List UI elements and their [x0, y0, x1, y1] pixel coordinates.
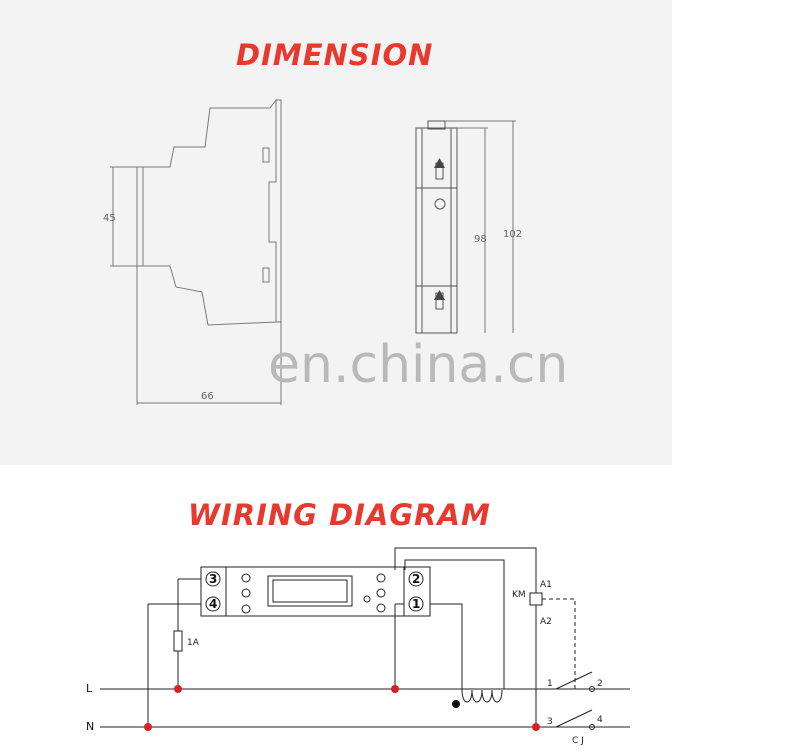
width-label: 66 [201, 391, 214, 402]
a1-label: A1 [540, 580, 552, 590]
outer-height-label: 102 [503, 229, 522, 240]
inner-height-label: 98 [474, 234, 487, 245]
watermark: en.china.cn [268, 335, 569, 395]
height-dimension-line [110, 166, 137, 267]
switch-terminal-3: 3 [547, 717, 553, 727]
dimension-title: DIMENSION [236, 38, 434, 72]
contact-point-2 [589, 686, 595, 692]
front-view-outline [415, 120, 458, 334]
height-label: 45 [103, 213, 116, 224]
up-arrow-icon [434, 158, 445, 168]
side-view-outline [136, 98, 282, 405]
wiring-title: WIRING DIAGRAM [188, 498, 491, 532]
up-arrow-icon [434, 290, 445, 300]
terminal-4-label: 4 [209, 597, 217, 611]
switch-terminal-4: 4 [597, 715, 603, 725]
neutral-label: N [86, 720, 94, 733]
ct-coil-icon [461, 689, 503, 703]
switch-contact-1 [555, 671, 593, 690]
line-label: L [86, 682, 93, 695]
fuse-icon [173, 630, 183, 652]
meter-display [267, 575, 353, 607]
dimension-panel [0, 0, 672, 465]
cj-label: C J [572, 736, 584, 746]
ct-polarity-dot [452, 700, 460, 708]
terminal-4 [205, 596, 221, 612]
terminal-2-label: 2 [412, 572, 420, 586]
junction-dots [144, 685, 540, 731]
switch-terminal-2: 2 [597, 679, 603, 689]
front-dimension-lines [445, 120, 516, 333]
switch-terminal-1: 1 [547, 679, 553, 689]
switch-contact-2 [555, 709, 593, 728]
terminal-1 [408, 596, 424, 612]
terminal-3 [205, 571, 221, 587]
coil-label: KM [512, 590, 526, 600]
contactor-coil-icon [529, 592, 543, 606]
meter-body [200, 566, 431, 617]
fuse-label: 1A [187, 638, 200, 648]
contact-point-4 [589, 724, 595, 730]
terminal-3-label: 3 [209, 572, 217, 586]
terminal-1-label: 1 [412, 597, 420, 611]
a2-label: A2 [540, 617, 552, 627]
terminal-2 [408, 571, 424, 587]
